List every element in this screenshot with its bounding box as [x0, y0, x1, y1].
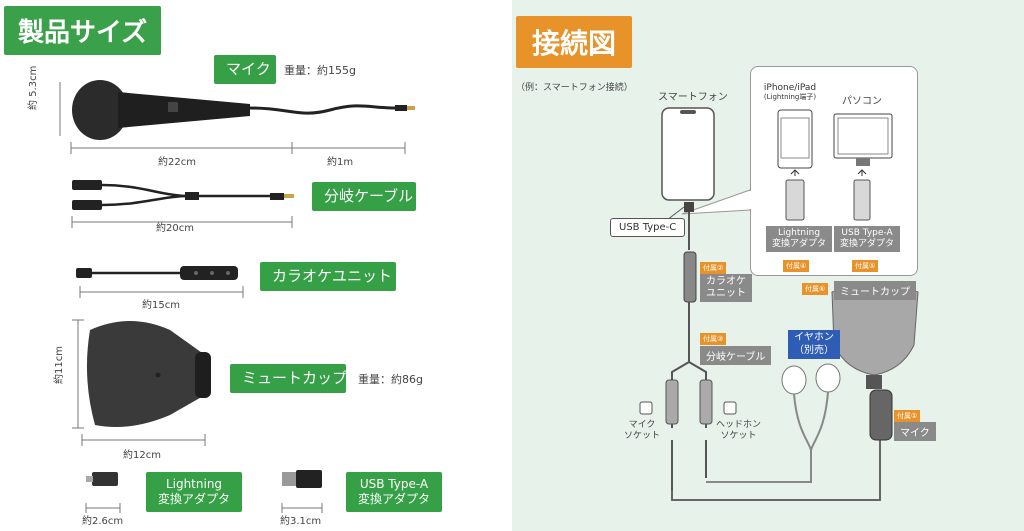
splitter-label: 分岐ケーブル — [312, 182, 416, 211]
karaoke-unit-tag-line1: カラオケ — [706, 276, 746, 287]
mic-socket-label-line2: ソケット — [624, 430, 661, 441]
product-drawings — [59, 80, 415, 513]
mic-label: マイク — [214, 55, 276, 84]
lightning-adapter-label: Lightning 変換アダプタ — [146, 472, 242, 512]
mic-height: 約 5.3cm — [28, 65, 39, 110]
mic-weight: 重量：約155g — [284, 64, 356, 77]
lightning-adapter-tag-line2: 変換アダプタ — [772, 238, 827, 249]
lightning-adapter-label-line1: Lightning — [165, 477, 223, 491]
splitter-image — [72, 180, 294, 210]
accessory-2-tag: 付属② — [700, 262, 727, 274]
product-size-title: 製品サイズ — [4, 6, 162, 55]
pc-label: パソコン — [842, 96, 882, 107]
lightning-adapter-length: 約2.6cm — [82, 516, 124, 527]
lightning-adapter-tag: Lightning 変換アダプタ — [766, 226, 833, 252]
mute-cup-weight: 重量：約86g — [358, 373, 423, 386]
usba-adapter-tag-line2: 変換アダプタ — [840, 238, 895, 249]
mute-cup-length: 約12cm — [123, 450, 161, 461]
usba-adapter-length: 約3.1cm — [280, 516, 322, 527]
iphone-icon — [777, 109, 813, 169]
headphone-socket-label-line1: ヘッドホン — [716, 420, 762, 430]
accessory-5-tag: 付属⑤ — [852, 260, 879, 272]
karaoke-unit-image — [76, 266, 238, 280]
earphone-tag-line2: （別売） — [794, 344, 834, 356]
mute-cup-height: 約11cm — [54, 346, 65, 384]
lightning-adapter-tag-line1: Lightning — [777, 228, 821, 238]
headphone-socket-label-line2: ソケット — [720, 430, 757, 441]
headphone-socket-label: ヘッドホン ソケット — [716, 420, 761, 442]
usb-type-c-label: USB Type-C — [610, 218, 686, 237]
earphone-icon — [706, 363, 841, 483]
mic-tag: マイク — [894, 422, 936, 441]
karaoke-unit-label: カラオケユニット — [260, 262, 396, 291]
usba-adapter-label-line1: USB Type-A — [359, 477, 429, 491]
connection-diagram-title: 接続図 — [516, 16, 633, 68]
connection-diagram-panel: 接続図 （例：スマートフォン接続） — [512, 0, 1024, 531]
mic-socket-label-line1: マイク — [628, 420, 656, 430]
smartphone-label: スマートフォン — [658, 92, 728, 103]
splitter-length: 約20cm — [156, 223, 194, 234]
mic-length-body: 約22cm — [158, 157, 196, 168]
karaoke-unit-tag: カラオケ ユニット — [700, 274, 752, 302]
product-size-panel: 製品サイズ マイク 重量：約155g — [4, 6, 442, 527]
usba-adapter-label-line2: 変換アダプタ — [358, 492, 431, 506]
karaoke-unit-tag-line2: ユニット — [706, 288, 746, 299]
splitter-tag: 分岐ケーブル — [700, 346, 772, 365]
mic-socket-label: マイク ソケット — [624, 420, 660, 442]
earphone-tag: イヤホン （別売） — [788, 330, 840, 359]
mute-cup-image — [86, 321, 211, 428]
karaoke-unit-length: 約15cm — [142, 300, 180, 311]
mute-cup-tag: ミュートカップ — [834, 281, 916, 300]
lightning-adapter-label-line2: 変換アダプタ — [158, 492, 231, 506]
iphone-label-line2: (Lightning端子) — [763, 92, 817, 101]
accessory-6-tag: 付属⑥ — [802, 283, 829, 295]
mic-image — [72, 80, 415, 140]
connection-drawings — [639, 107, 919, 501]
iphone-label: iPhone/iPad (Lightning端子) — [762, 83, 818, 102]
mute-cup-label: ミュートカップ — [230, 364, 347, 393]
earphone-tag-line1: イヤホン — [794, 332, 834, 343]
pc-icon — [833, 113, 893, 166]
usba-adapter-tag-line1: USB Type-A — [841, 228, 893, 238]
accessory-3-tag: 付属③ — [700, 333, 727, 345]
accessory-4-tag: 付属④ — [783, 260, 810, 272]
example-note: （例：スマートフォン接続） — [516, 83, 633, 93]
smartphone-icon — [661, 107, 715, 201]
mute-cup-icon — [831, 284, 919, 389]
iphone-label-line1: iPhone/iPad — [763, 83, 817, 93]
accessory-1-tag: 付属① — [894, 410, 921, 422]
lightning-adapter-image — [86, 472, 118, 486]
usba-adapter-label: USB Type-A 変換アダプタ — [346, 472, 442, 512]
mic-length-cable: 約1m — [327, 157, 354, 168]
usba-adapter-tag: USB Type-A 変換アダプタ — [834, 226, 901, 252]
usba-adapter-image — [282, 470, 322, 488]
